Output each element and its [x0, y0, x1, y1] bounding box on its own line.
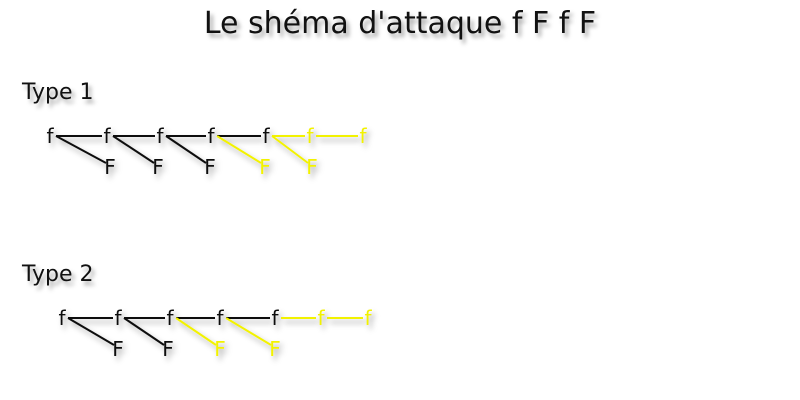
node-big-f: F — [269, 337, 281, 361]
node-small-f: f — [103, 124, 111, 148]
edge-diagonal — [216, 135, 262, 164]
node-big-f: F — [112, 337, 124, 361]
edge-diagonal — [67, 317, 115, 346]
node-big-f: F — [204, 155, 216, 179]
node-small-f: f — [359, 124, 367, 148]
node-small-f: f — [216, 306, 224, 330]
node-small-f: f — [364, 306, 372, 330]
type-2-label: Type 2 — [22, 262, 94, 287]
node-small-f: f — [207, 124, 215, 148]
node-small-f: f — [271, 306, 279, 330]
node-big-f: F — [104, 155, 116, 179]
page-title: Le shéma d'attaque f F f F — [203, 6, 597, 41]
type-1-label: Type 1 — [22, 80, 94, 105]
edge-diagonal — [55, 135, 107, 164]
node-big-f: F — [152, 155, 164, 179]
node-big-f: F — [306, 155, 318, 179]
edge-diagonal — [175, 317, 217, 346]
node-small-f: f — [262, 124, 270, 148]
edge-diagonal — [225, 317, 272, 346]
node-small-f: f — [166, 306, 174, 330]
node-small-f: f — [317, 306, 325, 330]
node-small-f: f — [58, 306, 66, 330]
node-small-f: f — [156, 124, 164, 148]
edge-diagonal — [271, 135, 309, 164]
node-small-f: f — [46, 124, 54, 148]
node-big-f: F — [214, 337, 226, 361]
node-big-f: F — [259, 155, 271, 179]
edge-diagonal — [112, 135, 155, 164]
node-small-f: f — [114, 306, 122, 330]
edge-diagonal — [165, 135, 207, 164]
node-small-f: f — [306, 124, 314, 148]
edge-diagonal — [123, 317, 165, 346]
node-big-f: F — [162, 337, 174, 361]
